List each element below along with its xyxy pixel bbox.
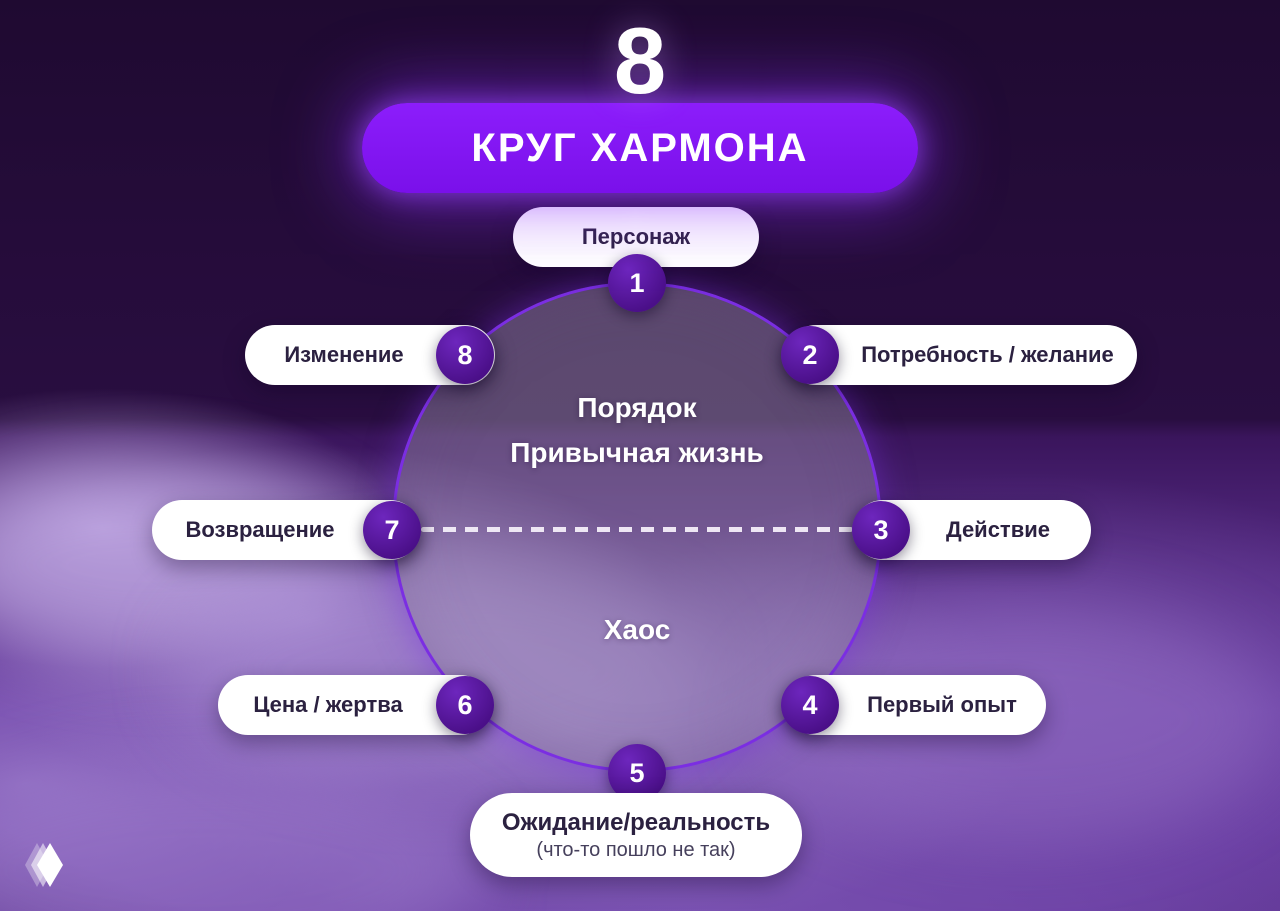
step-label: Изменение [284, 342, 404, 367]
chaos-zone-label: Хаос [603, 614, 671, 645]
step-label: Действие [946, 517, 1050, 542]
step-note: (что-то пошло не так) [536, 838, 736, 861]
order-line1: Порядок [577, 392, 697, 423]
step-badge-7: 7 [363, 501, 421, 559]
step-badge-2: 2 [781, 326, 839, 384]
step-pill-5: Ожидание/реальность (что-то пошло не так… [470, 793, 802, 877]
step-label: Первый опыт [867, 692, 1017, 717]
step-badge-3: 3 [852, 501, 910, 559]
step-badge-8: 8 [436, 326, 494, 384]
step-label: Цена / жертва [253, 692, 403, 717]
step-label: Потребность / желание [861, 342, 1114, 367]
title-banner: КРУГ ХАРМОНА [362, 103, 918, 193]
order-chaos-divider [421, 527, 853, 532]
layered-diamond-logo-icon [25, 843, 63, 887]
step-badge-1: 1 [608, 254, 666, 312]
order-line2: Привычная жизнь [510, 437, 764, 468]
step-pill-2: Потребность / желание [786, 325, 1137, 385]
slide-number: 8 [613, 8, 667, 113]
step-label: Ожидание/реальность [501, 808, 771, 836]
page-title: КРУГ ХАРМОНА [471, 125, 809, 170]
step-label: Возвращение [185, 517, 335, 542]
step-badge-4: 4 [781, 676, 839, 734]
step-label: Персонаж [581, 224, 691, 249]
order-zone-label: Порядок Привычная жизнь [392, 385, 882, 475]
step-badge-6: 6 [436, 676, 494, 734]
step-badge-5: 5 [608, 744, 666, 802]
